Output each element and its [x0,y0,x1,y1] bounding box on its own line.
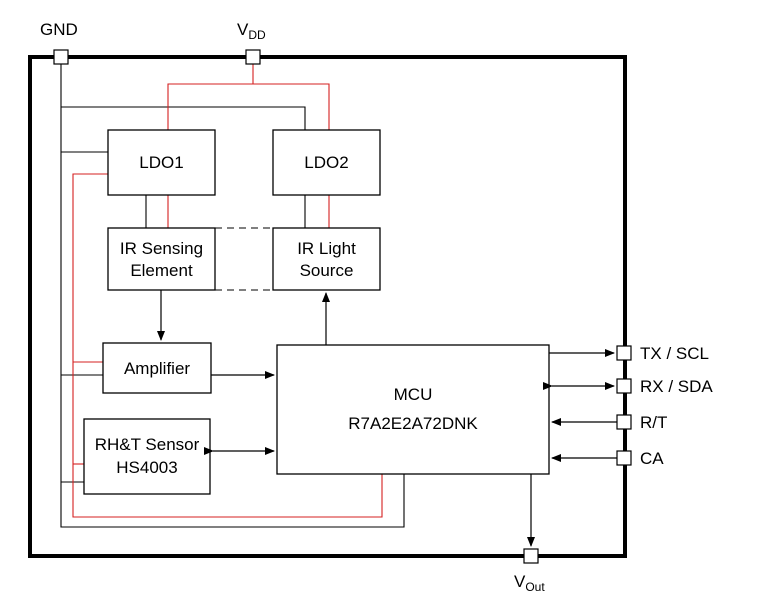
ir-sensing-block: IR Sensing Element [107,227,216,291]
gnd-pin [53,49,69,65]
power-wiring [72,64,383,518]
rht-label-line2: HS4003 [116,458,177,477]
vout-label: VOut [514,572,545,594]
mcu-block: MCU R7A2E2A72DNK [276,344,550,475]
amplifier-label: Amplifier [124,359,190,378]
module-outline [28,55,627,558]
ldo2-block: LDO2 [272,129,381,196]
vdd-label: VDD [237,20,266,42]
rx-sda-pin [616,378,632,394]
ir-light-block: IR Light Source [272,227,381,291]
tx-scl-pin [616,345,632,361]
rt-pin [616,414,632,430]
ldo1-block: LDO1 [107,129,216,196]
rt-label: R/T [640,413,667,432]
vout-pin [523,548,539,564]
ir-sensing-label-line2: Element [130,261,193,280]
ir-light-label-line2: Source [300,261,354,280]
tx-scl-label: TX / SCL [640,344,709,363]
gnd-label: GND [40,20,78,39]
ldo1-label: LDO1 [139,153,183,172]
ground-wiring [60,64,405,528]
rht-sensor-block: RH&T Sensor HS4003 [83,418,211,495]
ca-pin [616,450,632,466]
ldo2-label: LDO2 [304,153,348,172]
mcu-label-line2: R7A2E2A72DNK [348,414,478,433]
signal-arrows [157,290,617,547]
ca-label: CA [640,449,664,468]
vdd-pin [245,49,261,65]
amplifier-block: Amplifier [102,342,212,394]
ir-light-label-line1: IR Light [297,239,356,258]
ir-sensing-label-line1: IR Sensing [120,239,203,258]
rht-label-line1: RH&T Sensor [95,435,200,454]
rx-sda-label: RX / SDA [640,377,713,396]
mcu-label-line1: MCU [394,385,433,404]
